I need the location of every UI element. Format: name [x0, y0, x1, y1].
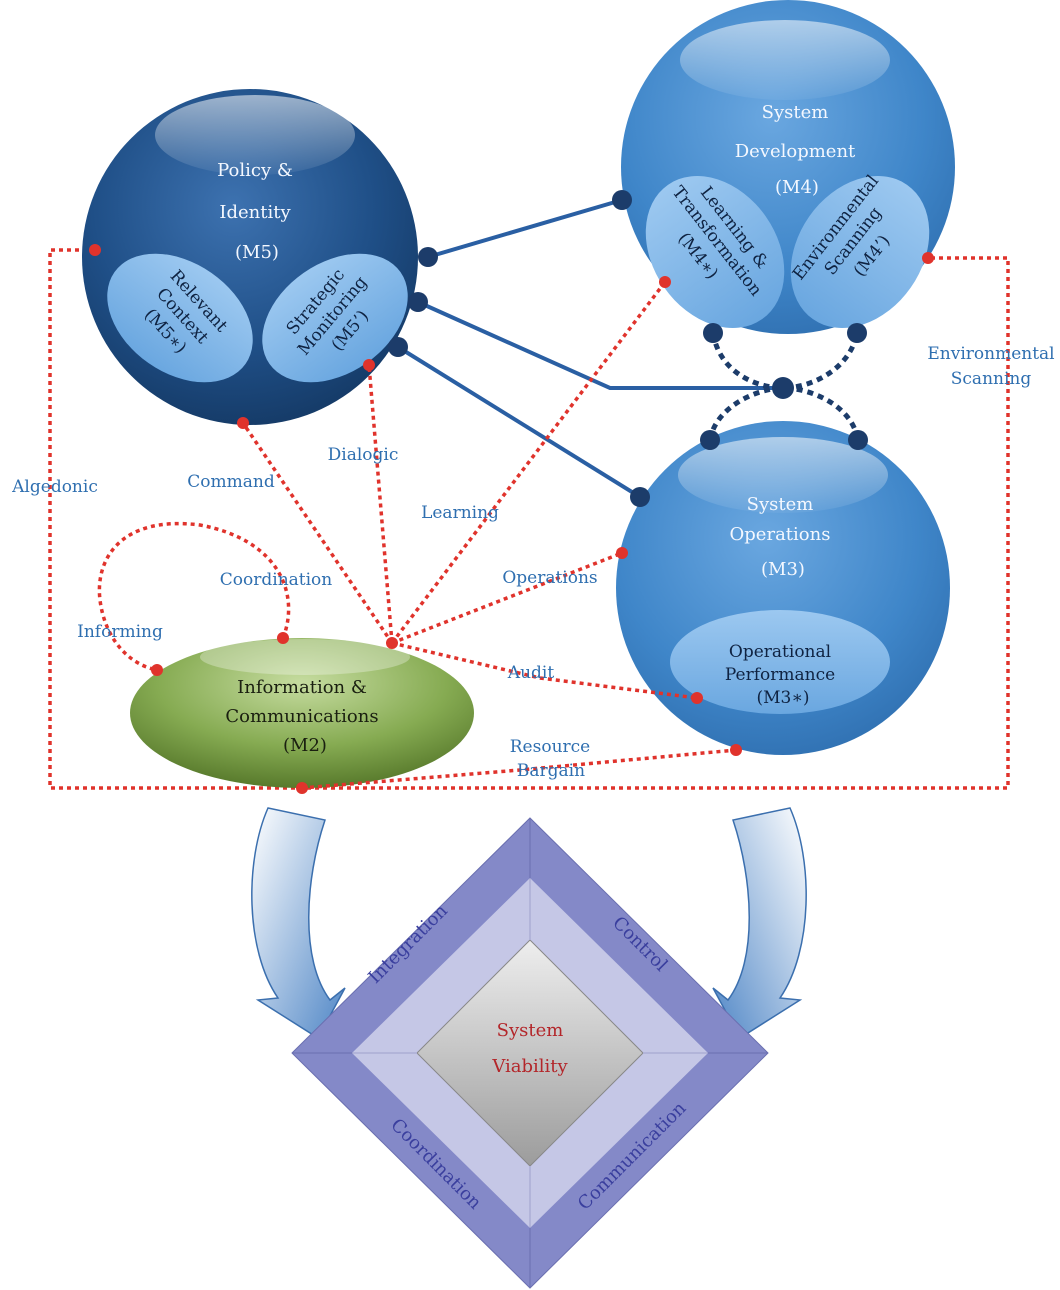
m2-code: (M2) — [283, 735, 327, 756]
operational-performance-ellipse[interactable]: Operational Performance (M3∗) — [670, 610, 890, 714]
relevant-context-ellipse[interactable]: Relevant Context (M5∗) — [83, 227, 277, 409]
m2-line2: Communications — [225, 706, 378, 727]
m2-ellipse[interactable]: Information & Communications (M2) — [130, 638, 474, 788]
m4-title-line1: System — [762, 102, 829, 123]
label-algedonic: Algedonic — [11, 477, 98, 497]
right-curved-arrow — [712, 807, 807, 1040]
environmental-scanning-ellipse[interactable]: Environmental Scanning (M4’) — [762, 149, 958, 354]
m3-op-line2: Performance — [725, 665, 835, 685]
m3-code: (M3) — [761, 559, 805, 580]
label-command: Command — [187, 472, 275, 492]
label-env-scanning-2: Scanning — [951, 369, 1032, 389]
center-line2: Viability — [491, 1056, 568, 1077]
m5-sphere[interactable]: Policy & Identity (M5) Relevant Context … — [82, 89, 432, 425]
m4-title-line2: Development — [735, 141, 856, 162]
m4-m3-link — [707, 332, 861, 441]
red-nodes — [89, 244, 934, 794]
center-line1: System — [497, 1020, 564, 1041]
blue-links — [396, 198, 783, 499]
m3-title-line2: Operations — [730, 524, 831, 545]
m4-code: (M4) — [775, 177, 819, 198]
left-curved-arrow — [251, 807, 346, 1040]
m4-sphere[interactable]: System Development (M4) Learning & Trans… — [617, 0, 958, 355]
label-dialogic: Dialogic — [328, 445, 399, 465]
m5-code: (M5) — [235, 242, 279, 263]
m3-op-line1: Operational — [729, 642, 831, 662]
m2-line1: Information & — [237, 677, 367, 698]
m3-title-line1: System — [747, 494, 814, 515]
red-channels — [97, 280, 737, 790]
label-resource: Resource — [510, 737, 590, 757]
dark-nodes — [388, 190, 868, 507]
m5-title-line2: Identity — [219, 202, 291, 223]
viability-diamond: Integration Control Coordination Communi… — [291, 817, 769, 1289]
m3-sphere[interactable]: System Operations (M3) Operational Perfo… — [616, 421, 950, 755]
m5-title-line1: Policy & — [217, 160, 293, 181]
m3-op-line3: (M3∗) — [756, 688, 809, 708]
label-operations: Operations — [502, 568, 597, 588]
label-bargain: Bargain — [517, 761, 585, 781]
label-audit: Audit — [507, 663, 555, 683]
label-learning: Learning — [421, 503, 499, 523]
learning-transformation-ellipse[interactable]: Learning & Transformation (M4∗) — [617, 149, 813, 354]
label-env-scanning-1: Environmental — [927, 344, 1054, 364]
label-informing: Informing — [77, 622, 163, 642]
label-coordination: Coordination — [220, 570, 333, 590]
